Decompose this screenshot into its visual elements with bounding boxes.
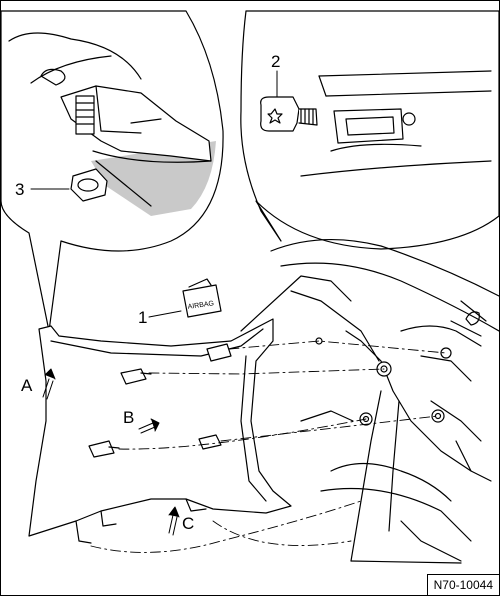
trim-clip <box>198 434 222 450</box>
arrow-b <box>138 418 160 434</box>
trim-clip <box>88 440 120 458</box>
trim-clip <box>120 368 152 385</box>
direction-arrows <box>42 368 180 536</box>
direction-label-a: A <box>21 376 33 395</box>
callout-3: 3 <box>15 180 25 199</box>
direction-label-b: B <box>123 408 135 427</box>
leader-line-1 <box>148 310 182 318</box>
figure-reference: N70-10044 <box>426 574 499 595</box>
airbag-tag-text: AIRBAG <box>187 300 214 311</box>
airbag-tag: AIRBAG <box>182 278 222 318</box>
callout-1: 1 <box>138 308 148 327</box>
detail-circle-left <box>1 10 224 332</box>
callout-2: 2 <box>271 52 281 71</box>
arrow-c <box>168 506 180 536</box>
alignment-lines <box>90 340 447 553</box>
arrow-a <box>42 368 56 400</box>
trim-clip <box>206 343 232 362</box>
detail-circle-right <box>240 10 499 250</box>
trim-panel: AIRBAG <box>28 278 292 544</box>
direction-label-c: C <box>182 514 195 533</box>
vehicle-body <box>240 238 499 564</box>
